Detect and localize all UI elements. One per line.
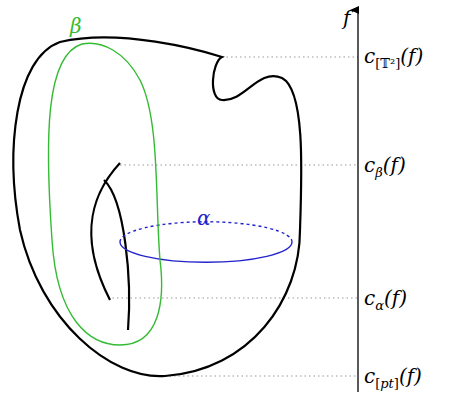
torus-outline <box>13 37 301 376</box>
curve-label: β <box>70 16 82 36</box>
level-label: c[pt](f) <box>364 366 422 390</box>
level-label: c_β(f) <box>364 155 406 179</box>
level-label: c[𝕋²](f) <box>364 46 423 70</box>
level-label: c_α(f) <box>364 288 407 312</box>
f-axis <box>357 10 358 392</box>
level-lines <box>108 57 358 376</box>
hole-curve <box>91 163 120 300</box>
axis-label: f <box>343 8 350 28</box>
beta-curve <box>48 43 161 345</box>
curve-label: α <box>197 208 211 228</box>
hole-curve <box>104 180 129 330</box>
alpha-curve <box>120 242 292 262</box>
